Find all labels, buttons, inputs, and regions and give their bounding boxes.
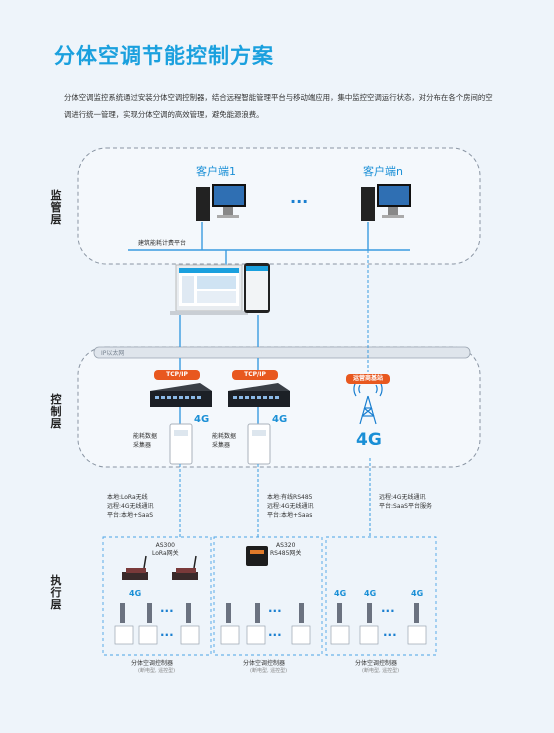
link-1-text: 本地:LoRa无线 远程:4G无线通讯 平台:本地+SaaS (107, 494, 154, 519)
switch-1 (150, 383, 212, 407)
dots-box-1: ··· (160, 604, 174, 618)
lora-gateway-1 (122, 555, 148, 580)
layer-label-execute: 执 行 层 (50, 574, 62, 611)
controller-3-sub: (断电型, 遥控型) (362, 668, 400, 674)
collector-1-label: 能耗数据 采集器 (133, 433, 158, 449)
signal-4g-b3-3: 4G (411, 589, 424, 598)
dots-panels-3: ··· (383, 628, 397, 642)
client-n-label: 客户端n (363, 165, 403, 178)
ethernet-band (93, 346, 471, 359)
switch-2 (228, 383, 290, 407)
collector-1 (169, 423, 193, 465)
client-pc-n (361, 184, 411, 221)
signal-4g-b3-2: 4G (364, 589, 377, 598)
intro-paragraph: 分体空调监控系统通过安装分体空调控制器，结合远程智能管理平台与移动端应用，集中监… (64, 93, 493, 119)
rs485-gateway-label: AS320 RS485网关 (270, 542, 302, 557)
layer-label-monitor: 监 管 层 (50, 189, 62, 226)
controllers-box-2 (226, 603, 304, 623)
client-pc-1 (196, 184, 246, 221)
panels-box-1 (114, 625, 200, 645)
signal-4g-b1-1: 4G (129, 589, 142, 598)
clients-ellipsis: ··· (290, 192, 309, 211)
signal-4g-base: 4G (356, 430, 382, 450)
ethernet-label: IP以太网 (101, 350, 125, 357)
layer-label-control: 控 制 层 (50, 393, 62, 430)
exec-box-2 (213, 536, 323, 656)
lora-gateway-2 (172, 555, 198, 580)
controller-1-sub: (断电型, 遥控型) (138, 668, 176, 674)
platform-devices (170, 263, 270, 315)
page-title: 分体空调节能控制方案 (54, 44, 274, 68)
switch-2-tag: TCP/IP (232, 370, 278, 380)
panels-box-2 (220, 625, 311, 645)
monitor-layer-box (77, 147, 481, 265)
rs485-gateway (246, 546, 268, 566)
controller-2-label: 分体空调控制器 (243, 660, 286, 667)
base-station-tower (353, 381, 383, 425)
controller-1-label: 分体空调控制器 (131, 660, 174, 667)
base-station-tag: 运营商基站 (346, 374, 390, 384)
collector-2-label: 能耗数据 采集器 (212, 433, 237, 449)
dots-box-3: ··· (381, 604, 395, 618)
platform-label: 建筑能耗计费平台 (138, 240, 187, 247)
lora-gateway-label: AS300 LoRa网关 (152, 542, 179, 557)
link-3-text: 远程:4G无线通讯 平台:SaaS平台服务 (379, 494, 432, 510)
signal-4g-2: 4G (272, 414, 288, 425)
signal-4g-b3-1: 4G (334, 589, 347, 598)
dots-panels-1: ··· (160, 628, 174, 642)
controller-3-label: 分体空调控制器 (355, 660, 398, 667)
link-2-text: 本地:有线RS485 远程:4G无线通讯 平台:本地+Saas (267, 494, 314, 519)
exec-box-3 (325, 536, 437, 656)
signal-4g-1: 4G (194, 414, 210, 425)
controllers-box-3 (337, 603, 419, 623)
dots-panels-2: ··· (268, 628, 282, 642)
switch-1-tag: TCP/IP (154, 370, 200, 380)
collector-2 (247, 423, 271, 465)
controller-2-sub: (断电型, 遥控型) (250, 668, 288, 674)
client-1-label: 客户端1 (196, 165, 236, 178)
controllers-box-1 (120, 603, 191, 623)
dots-box-2: ··· (268, 604, 282, 618)
panels-box-3 (330, 625, 427, 645)
exec-box-1 (102, 536, 212, 656)
